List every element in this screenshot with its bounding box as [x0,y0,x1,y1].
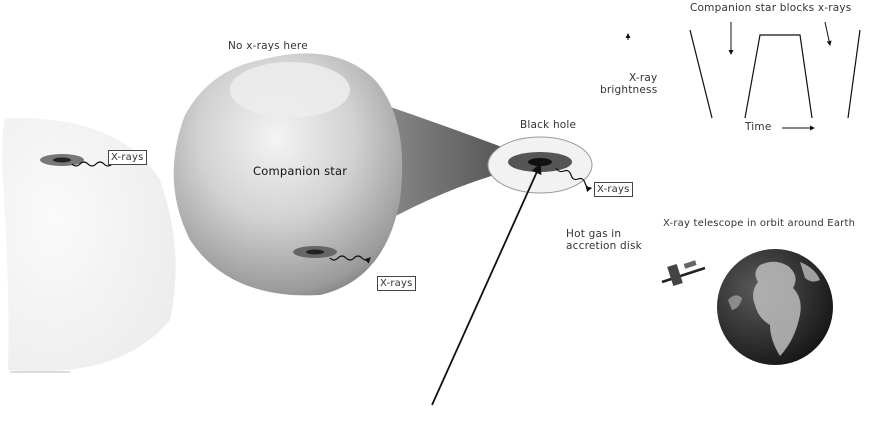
blocks-arrow-2 [825,22,830,45]
hot-gas-label: Hot gas in accretion disk [566,228,642,252]
xray-brightness-label: X-ray brightness [600,72,657,96]
black-hole-label: Black hole [520,119,576,131]
left-star-view [2,118,175,372]
time-axis-label: Time [745,121,772,133]
light-curve-plot [628,22,860,128]
curve-segment-3 [848,30,860,118]
curve-segment-2 [745,35,812,118]
left-black-hole [53,158,71,163]
pointer-arrow [432,165,540,405]
black-hole [528,158,552,166]
bottom-black-hole [306,250,324,255]
xrays-bottom-label: X-rays [377,276,416,291]
companion-blocks-label: Companion star blocks x-rays [690,2,851,14]
curve-segment-1 [690,30,712,118]
earth-globe-icon [717,249,833,365]
xrays-right-label: X-rays [594,182,633,197]
telescope-label: X-ray telescope in orbit around Earth [663,218,855,229]
companion-star-label: Companion star [253,164,347,178]
satellite-icon [662,260,705,286]
xrays-left-label: X-rays [108,150,147,165]
no-xrays-label: No x-rays here [228,40,308,52]
